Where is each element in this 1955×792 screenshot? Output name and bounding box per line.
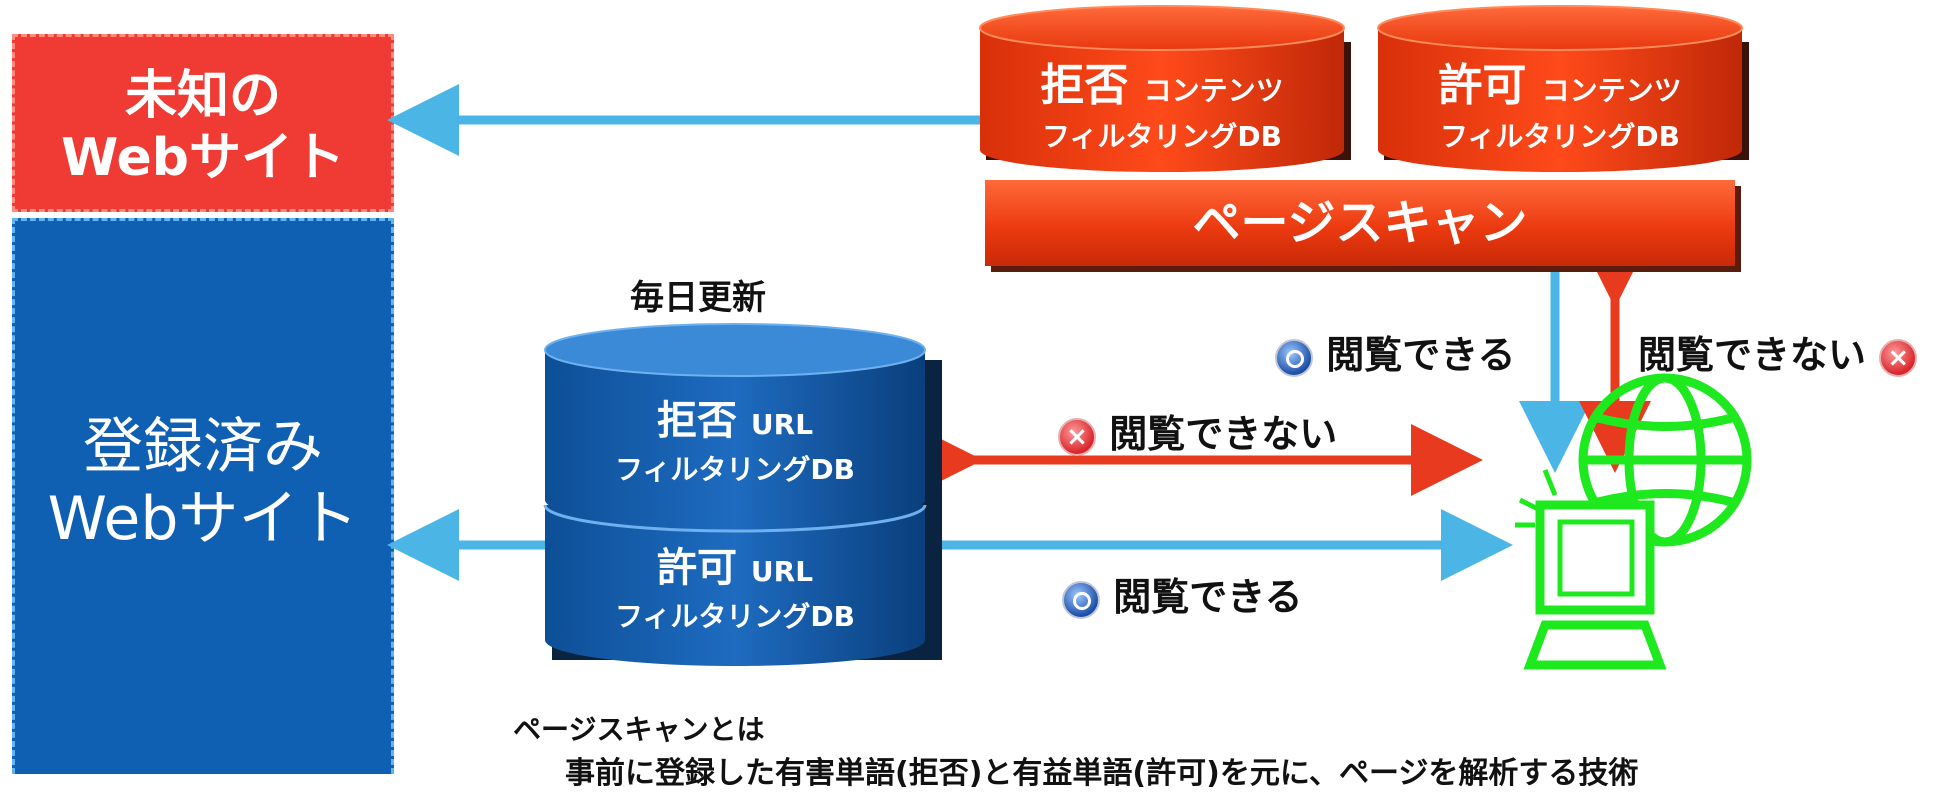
unknown-website-line1: 未知の: [124, 66, 281, 126]
scan-can-view-label: 閲覧できる: [1275, 324, 1515, 379]
check-circle-icon: [1275, 338, 1313, 377]
scan-cannot-view-text: 閲覧できない: [1638, 333, 1867, 377]
computer-globe-icon: [1515, 373, 1752, 670]
content-db-deny-line2: フィルタリングDB: [1041, 120, 1283, 153]
url-db-allow-line2: フィルタリングDB: [614, 600, 856, 633]
content-db-deny-sub: コンテンツ: [1143, 74, 1284, 107]
note-title: ページスキャンとは: [513, 713, 765, 746]
page-scan-bar: ページスキャン: [985, 180, 1735, 266]
content-db-deny-label: 拒否 コンテンツ フィルタリングDB: [980, 62, 1344, 155]
url-db-allow-label: 許可 URL フィルタリングDB: [545, 545, 925, 635]
url-can-view-text: 閲覧できる: [1113, 575, 1303, 619]
cross-circle-icon: ×: [1879, 338, 1918, 377]
content-db-allow-cylinder: [1377, 5, 1749, 172]
content-db-allow-label: 許可 コンテンツ フィルタリングDB: [1378, 62, 1742, 155]
url-db-allow-cylinder: [543, 504, 927, 666]
url-db-deny-sub: URL: [750, 408, 814, 441]
content-db-deny-cylinder: [979, 5, 1351, 172]
url-db-allow-main: 許可: [656, 545, 737, 591]
url-cannot-view-text: 閲覧できない: [1109, 412, 1338, 456]
url-can-view-label: 閲覧できる: [1062, 566, 1302, 621]
registered-website-line1: 登録済み: [83, 412, 323, 482]
content-db-allow-sub: コンテンツ: [1541, 74, 1682, 107]
diagram-graphics: [387, 5, 1752, 670]
note-body: 事前に登録した有害単語(拒否)と有益単語(許可)を元に、ページを解析する技術: [565, 756, 1639, 791]
daily-update-label: 毎日更新: [630, 278, 766, 318]
url-db-deny-main: 拒否: [656, 398, 737, 444]
url-db-allow-sub: URL: [750, 555, 814, 588]
content-db-allow-line2: フィルタリングDB: [1439, 120, 1681, 153]
scan-can-view-text: 閲覧できる: [1326, 333, 1516, 377]
cross-circle-icon: ×: [1058, 417, 1096, 456]
check-circle-icon: [1062, 580, 1100, 619]
content-db-deny-main: 拒否: [1040, 60, 1129, 111]
url-cannot-view-label: × 閲覧できない: [1058, 403, 1337, 458]
registered-website-box: 登録済み Webサイト: [12, 218, 394, 774]
scan-cannot-view-label: 閲覧できない ×: [1638, 324, 1918, 379]
content-db-allow-main: 許可: [1438, 60, 1527, 111]
unknown-website-line2: Webサイト: [61, 128, 345, 189]
unknown-website-box: 未知の Webサイト: [12, 34, 394, 212]
url-db-deny-line2: フィルタリングDB: [614, 453, 856, 486]
url-db-deny-label: 拒否 URL フィルタリングDB: [545, 398, 925, 488]
registered-website-line2: Webサイト: [47, 484, 359, 554]
